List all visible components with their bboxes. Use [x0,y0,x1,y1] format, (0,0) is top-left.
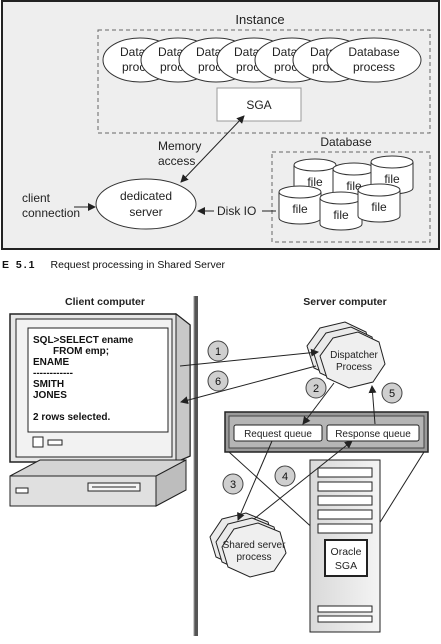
top-diagram: Instance Data proc Data proc Data proc D… [1,0,440,250]
figure-number: E 5.1 [2,259,37,271]
svg-text:Data: Data [158,45,184,59]
arrow-step-5 [368,385,377,425]
svg-text:1: 1 [215,346,221,358]
drive-bay [15,487,29,494]
screen-line-8: 2 rows selected. [33,412,110,423]
screen-line-4: ------------ [33,368,73,379]
svg-text:file: file [371,200,387,214]
oracle-sga-label: Oracle [331,546,362,558]
response-queue-label: Response queue [335,429,411,440]
svg-text:Data: Data [234,45,260,59]
request-queue-label: Request queue [244,429,312,440]
bottom-diagram: Client computer Server computer SQL>SELE… [9,296,429,636]
step-1-badge: 1 [207,340,229,362]
client-connection-label: client [22,191,51,205]
oracle-sga-box [324,539,368,577]
arrow-step-6 [180,365,317,405]
svg-text:6: 6 [215,376,221,388]
screen-line-3: ENAME [33,357,69,368]
step-3-badge: 3 [222,473,244,495]
svg-text:process: process [353,60,395,74]
client-connection-label-2: connection [22,206,80,220]
response-queue-box [326,424,420,442]
memory-access-arrow [180,115,245,183]
projection-line-left [228,451,318,533]
dedicated-server-label: dedicated [120,189,172,203]
svg-text:file: file [384,172,400,186]
svg-text:proc: proc [274,60,297,74]
screen-line-5: SMITH [33,379,64,390]
dispatcher-process: Dispatcher Process [306,321,386,389]
svg-text:Database: Database [348,45,400,59]
memory-access-label: Memory [158,139,201,153]
step-6-badge: 6 [207,370,229,392]
client-computer-label: Client computer [65,296,145,308]
database-label: Database [320,135,372,149]
monitor-screen [27,327,169,433]
background-processes: Data proc Data proc Data proc Data proc … [102,37,422,83]
file-cylinder-6: file [357,183,401,223]
shared-server-process: Shared server process [209,512,287,578]
step-5-badge: 5 [381,382,403,404]
file-cylinder-5: file [319,191,363,231]
svg-text:file: file [333,208,349,222]
request-queue-box [233,424,323,442]
arrow-step-3 [237,440,273,521]
svg-text:Data: Data [196,45,222,59]
shared-server-label-2: process [236,552,271,563]
step-2-badge: 2 [305,377,327,399]
monitor-power-led [47,439,63,446]
svg-text:proc: proc [236,60,259,74]
svg-text:4: 4 [282,471,288,483]
shared-server-label: Shared server [223,540,286,551]
screen-line-2: FROM emp; [53,346,109,357]
server-computer-label: Server computer [303,296,386,308]
arrow-step-1 [179,348,319,367]
file-cylinder-4: file [278,185,322,225]
svg-text:Data: Data [272,45,298,59]
svg-text:5: 5 [389,388,395,400]
svg-text:proc: proc [198,60,221,74]
database-process-ellipse: Database process [326,37,422,83]
figure-caption-text: Request processing in Shared Server [50,259,226,271]
client-monitor: SQL>SELECT ename FROM emp; ENAME -------… [9,312,191,463]
svg-text:proc: proc [122,60,145,74]
monitor-power-button [32,436,44,448]
svg-text:2: 2 [313,383,319,395]
network-divider [193,296,198,636]
svg-text:Data: Data [120,45,146,59]
svg-text:proc: proc [160,60,183,74]
step-badges: 1 6 2 5 3 4 [207,340,403,495]
step-4-badge: 4 [274,465,296,487]
dedicated-server-label-2: server [129,205,162,219]
arrow-step-2 [302,382,335,425]
projection-line-right [373,451,425,533]
arrow-step-4 [253,440,353,520]
server-tower [309,459,381,633]
dispatcher-label-2: Process [336,362,372,373]
disk-io-label: Disk IO [217,204,256,218]
screen-text: SQL>SELECT ename FROM emp; ENAME -------… [33,335,134,423]
svg-text:3: 3 [230,479,236,491]
database-box [271,151,431,243]
figure-caption: E 5.1 Request processing in Shared Server [2,259,225,271]
screen-line-1: SQL>SELECT ename [33,335,134,346]
sga-label: SGA [246,98,271,112]
oracle-sga-label-2: SGA [335,560,357,572]
instance-label: Instance [235,12,284,27]
screen-line-6: JONES [33,390,67,401]
svg-text:file: file [292,202,308,216]
dedicated-server-ellipse [95,178,197,230]
memory-access-label-2: access [158,154,195,168]
dispatcher-label: Dispatcher [330,350,378,361]
data-files: file file file file file [278,155,414,231]
svg-text:file: file [307,175,323,189]
desktop-case [9,459,187,507]
